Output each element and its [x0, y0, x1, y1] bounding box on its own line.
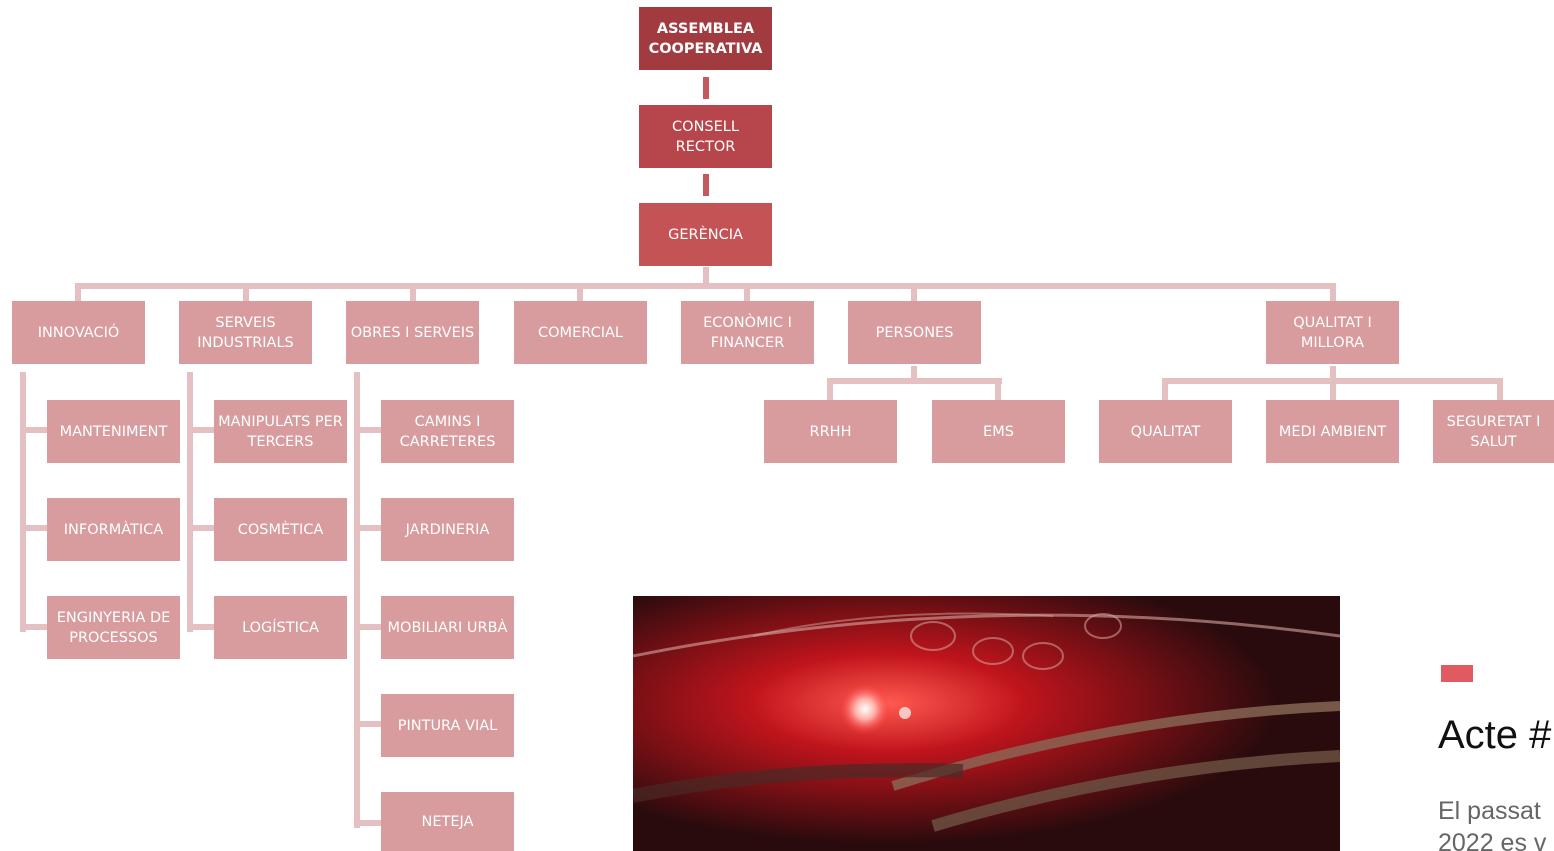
node-label: QUALITAT: [1130, 423, 1201, 440]
connector-line: [20, 372, 26, 632]
node-label: INNOVACIÓ: [37, 324, 120, 341]
node-label: ECONÒMIC I FINANCER: [703, 314, 792, 351]
connector-line: [354, 372, 360, 828]
node-logistica: LOGÍSTICA: [214, 596, 347, 659]
node-department-persones: PERSONES: [848, 301, 981, 364]
node-label: MANIPULATS PER TERCERS: [218, 413, 343, 450]
connector-line: [187, 372, 193, 632]
node-label: PERSONES: [875, 324, 954, 341]
node-consell-rector: CONSELL RECTOR: [639, 105, 772, 168]
node-enginyeria-processos: ENGINYERIA DE PROCESSOS: [47, 596, 180, 659]
node-label: MEDI AMBIENT: [1278, 423, 1387, 440]
node-label: SERVEIS INDUSTRIALS: [197, 314, 294, 351]
node-label: PINTURA VIAL: [397, 717, 498, 734]
node-rrhh: RRHH: [764, 400, 897, 463]
node-label: QUALITAT I MILLORA: [1293, 314, 1372, 351]
node-mobiliari-urba: MOBILIARI URBÀ: [381, 596, 514, 659]
connector-line: [187, 427, 214, 433]
connector-line: [703, 267, 709, 286]
connector-line: [187, 525, 214, 531]
connector-line: [827, 378, 833, 400]
connector-line: [243, 283, 249, 301]
node-label: COMERCIAL: [538, 324, 623, 341]
connector-line: [995, 378, 1001, 400]
node-department-serveis-industrials: SERVEIS INDUSTRIALS: [179, 301, 312, 364]
connector-line: [354, 820, 381, 826]
node-label: CONSELL RECTOR: [672, 118, 739, 155]
connector-line: [354, 624, 381, 630]
node-label: RRHH: [809, 423, 852, 440]
connector-line: [1330, 378, 1336, 400]
node-informatica: INFORMÀTICA: [47, 498, 180, 561]
node-label: MOBILIARI URBÀ: [387, 619, 508, 636]
node-department-obres-i-serveis: OBRES I SERVEIS: [346, 301, 479, 364]
article-title[interactable]: Acte #: [1438, 713, 1552, 757]
connector-line: [703, 174, 709, 196]
connector-line: [354, 427, 381, 433]
node-label: INFORMÀTICA: [63, 521, 164, 538]
node-pintura-vial: PINTURA VIAL: [381, 694, 514, 757]
node-department-qualitat-millora: QUALITAT I MILLORA: [1266, 301, 1399, 364]
node-seguretat-salut: SEGURETAT I SALUT: [1433, 400, 1554, 463]
node-label: EMS: [983, 423, 1014, 440]
connector-line: [187, 624, 214, 630]
node-qualitat: QUALITAT: [1099, 400, 1232, 463]
node-department-innovacio: INNOVACIÓ: [12, 301, 145, 364]
connector-line: [20, 525, 47, 531]
node-jardineria: JARDINERIA: [381, 498, 514, 561]
node-label: ASSEMBLEA COOPERATIVA: [648, 20, 763, 57]
node-label: ENGINYERIA DE PROCESSOS: [56, 609, 171, 646]
accent-bar: [1441, 665, 1473, 682]
node-manipulats-tercers: MANIPULATS PER TERCERS: [214, 400, 347, 463]
node-department-economic-financer: ECONÒMIC I FINANCER: [681, 301, 814, 364]
connector-line: [577, 283, 583, 301]
node-ems: EMS: [932, 400, 1065, 463]
node-department-comercial: COMERCIAL: [514, 301, 647, 364]
node-label: NETEJA: [421, 813, 474, 830]
article-excerpt: El passat 2022 es v: [1438, 797, 1547, 851]
node-camins-carreteres: CAMINS I CARRETERES: [381, 400, 514, 463]
connector-line: [827, 378, 1002, 384]
node-label: SEGURETAT I SALUT: [1446, 413, 1541, 450]
node-assemblea-cooperativa: ASSEMBLEA COOPERATIVA: [639, 7, 772, 70]
connector-line: [1330, 283, 1336, 301]
connector-line: [744, 283, 750, 301]
connector-line: [75, 283, 1336, 289]
connector-line: [354, 721, 381, 727]
node-medi-ambient: MEDI AMBIENT: [1266, 400, 1399, 463]
node-label: MANTENIMENT: [59, 423, 168, 440]
connector-line: [1162, 378, 1168, 400]
connector-line: [703, 77, 709, 99]
connector-line: [354, 525, 381, 531]
connector-line: [911, 366, 917, 380]
node-gerencia: GERÈNCIA: [639, 203, 772, 266]
connector-line: [1497, 378, 1503, 400]
node-label: LOGÍSTICA: [242, 619, 319, 636]
node-label: GERÈNCIA: [668, 226, 743, 243]
connector-line: [75, 283, 81, 301]
node-label: CAMINS I CARRETERES: [399, 413, 496, 450]
node-neteja: NETEJA: [381, 792, 514, 851]
connector-line: [410, 283, 416, 301]
connector-line: [20, 624, 47, 630]
connector-line: [1330, 366, 1336, 380]
node-label: OBRES I SERVEIS: [350, 324, 475, 341]
connector-line: [911, 283, 917, 301]
connector-line: [20, 427, 47, 433]
node-label: COSMÈTICA: [237, 521, 324, 538]
node-label: JARDINERIA: [405, 521, 490, 538]
theater-photo: [633, 596, 1340, 851]
node-manteniment: MANTENIMENT: [47, 400, 180, 463]
node-cosmetica: COSMÈTICA: [214, 498, 347, 561]
